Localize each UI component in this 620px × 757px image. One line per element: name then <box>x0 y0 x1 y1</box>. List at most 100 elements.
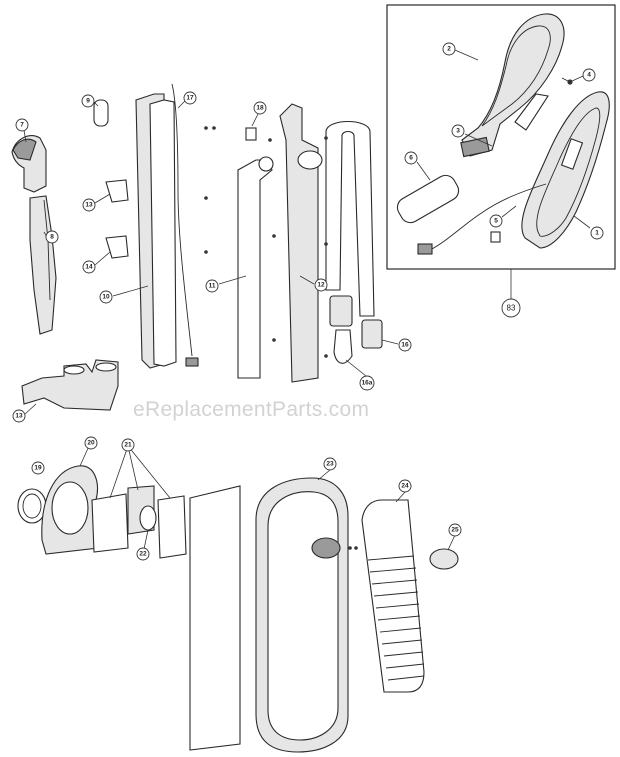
part-2-handle-shell[interactable] <box>461 13 565 157</box>
leader-3 <box>464 133 493 147</box>
callout-21[interactable]: 21 <box>121 438 135 452</box>
part-2-handle-inner <box>481 25 551 127</box>
part-11-lower-wand[interactable] <box>237 159 273 379</box>
part-3-latch[interactable] <box>514 93 549 131</box>
part-19-gasket-inner <box>22 493 42 519</box>
svg-text:6: 6 <box>409 155 413 162</box>
callout-5[interactable]: 5 <box>489 214 503 228</box>
part-8-crevice-tool[interactable] <box>29 195 57 335</box>
part-14-tool-clip[interactable] <box>105 235 129 259</box>
callout-24[interactable]: 24 <box>398 479 412 493</box>
screw <box>272 234 276 238</box>
svg-text:7: 7 <box>20 122 24 129</box>
screw <box>272 338 276 342</box>
part-16-suction-hose[interactable] <box>325 121 375 317</box>
svg-text:13: 13 <box>85 202 93 209</box>
part-18-bracket[interactable] <box>245 127 257 141</box>
callout-1[interactable]: 1 <box>590 226 604 240</box>
callout-16a[interactable]: 16a <box>359 375 375 391</box>
leader-10 <box>112 285 149 297</box>
svg-text:2: 2 <box>447 46 451 53</box>
screw <box>324 354 328 358</box>
inset-handheld-assembly <box>386 4 616 270</box>
screw <box>348 546 352 550</box>
svg-text:4: 4 <box>587 72 591 79</box>
part-6-battery-pack[interactable] <box>394 172 462 227</box>
part-4-screw-shank <box>561 77 571 83</box>
part-16a-hose-cuff[interactable] <box>329 295 353 327</box>
svg-text:18: 18 <box>256 105 264 112</box>
callout-23[interactable]: 23 <box>323 457 337 471</box>
part-5-wire-harness[interactable] <box>429 183 547 251</box>
leader-2 <box>454 49 479 61</box>
leader-14 <box>94 251 111 266</box>
callout-19[interactable]: 19 <box>31 461 45 475</box>
svg-text:16: 16 <box>401 342 409 349</box>
callout-20[interactable]: 20 <box>84 436 98 450</box>
part-21-plate-right[interactable] <box>157 495 187 559</box>
part-21-plate-left[interactable] <box>91 493 129 553</box>
part-22-seal-ring[interactable] <box>139 505 157 531</box>
part-11-wand-opening <box>258 156 274 172</box>
callout-83[interactable]: 83 <box>501 298 521 318</box>
leader-12 <box>299 275 315 285</box>
part-16a-cuff-tip <box>333 329 353 364</box>
callout-10[interactable]: 10 <box>99 290 113 304</box>
callout-12[interactable]: 12 <box>314 278 328 292</box>
part-9-clip[interactable] <box>93 99 109 127</box>
part-24-grille[interactable] <box>361 499 425 693</box>
screw <box>204 196 208 200</box>
fasteners <box>204 126 358 550</box>
callout-13b[interactable]: 13 <box>12 409 26 423</box>
leader-16a <box>345 359 367 377</box>
callout-17[interactable]: 17 <box>183 91 197 105</box>
dust-cup-assembly <box>17 465 459 753</box>
svg-text:8: 8 <box>50 234 54 241</box>
part-17-cord-plug <box>185 357 199 367</box>
part-23-dust-cup-face <box>267 491 339 741</box>
svg-text:9: 9 <box>86 98 90 105</box>
part-filter-panel[interactable] <box>189 485 241 751</box>
callout-9[interactable]: 9 <box>81 94 95 108</box>
callout-7[interactable]: 7 <box>15 118 29 132</box>
part-24-grille-bars <box>367 555 425 681</box>
part-15-nozzle-base[interactable] <box>21 359 119 411</box>
svg-text:12: 12 <box>317 282 325 289</box>
leader-21b <box>127 445 139 491</box>
part-25-cap[interactable] <box>429 548 459 570</box>
callout-11[interactable]: 11 <box>205 279 219 293</box>
screw <box>268 138 272 142</box>
callout-14[interactable]: 14 <box>82 260 96 274</box>
part-1-switch <box>560 138 584 170</box>
part-1-housing-inner <box>536 107 601 237</box>
leader-7 <box>23 129 27 143</box>
callout-2[interactable]: 2 <box>442 42 456 56</box>
callout-4[interactable]: 4 <box>582 68 596 82</box>
svg-text:14: 14 <box>85 264 93 271</box>
frame-and-tube-parts <box>135 83 383 383</box>
leader-25 <box>447 534 456 551</box>
callout-22[interactable]: 22 <box>136 547 150 561</box>
part-15-port-right <box>95 362 117 372</box>
part-17-power-cord[interactable] <box>171 83 193 357</box>
callout-6[interactable]: 6 <box>404 151 418 165</box>
leader-23 <box>317 469 331 481</box>
leader-11 <box>218 275 247 285</box>
screw <box>324 136 328 140</box>
part-7-bristles <box>12 138 37 161</box>
callout-16[interactable]: 16 <box>398 338 412 352</box>
svg-text:5: 5 <box>494 218 498 225</box>
callout-8[interactable]: 8 <box>45 230 59 244</box>
leader-17 <box>177 100 186 109</box>
callout-3[interactable]: 3 <box>451 124 465 138</box>
callout-13a[interactable]: 13 <box>82 198 96 212</box>
callout-25[interactable]: 25 <box>448 523 462 537</box>
callout-18[interactable]: 18 <box>253 101 267 115</box>
screw <box>204 250 208 254</box>
part-13-tool-clip[interactable] <box>105 179 129 203</box>
part-12-upper-wand[interactable] <box>279 103 319 383</box>
part-10-frame-face <box>149 99 177 367</box>
part-1-motor-housing[interactable] <box>521 91 610 249</box>
leader-lines <box>23 49 591 555</box>
svg-text:17: 17 <box>186 95 194 102</box>
